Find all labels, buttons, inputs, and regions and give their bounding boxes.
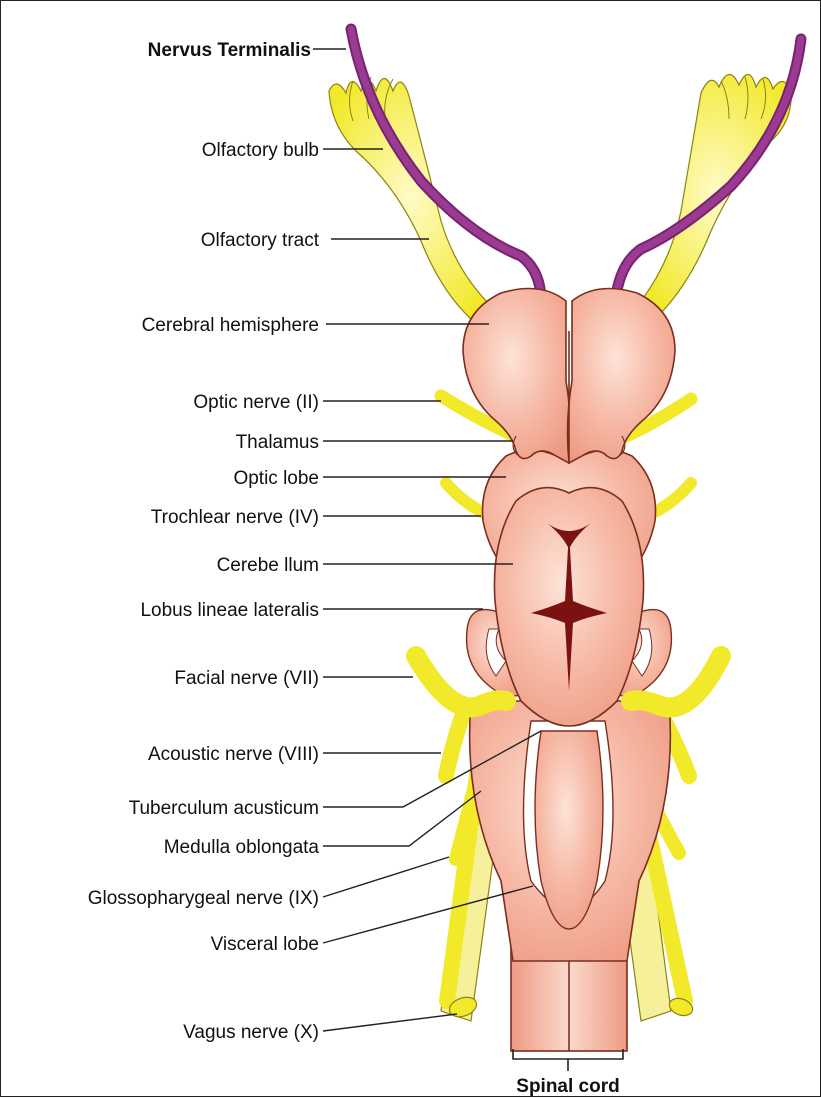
label-nervus-terminalis: Nervus Terminalis	[148, 40, 311, 61]
label-vagus-nerve: Vagus nerve (X)	[183, 1022, 319, 1043]
label-cerebral-hemisphere: Cerebral hemisphere	[142, 315, 319, 336]
label-trochlear-nerve: Trochlear nerve (IV)	[151, 507, 319, 528]
label-olfactory-tract: Olfactory tract	[201, 230, 320, 251]
cerebral-hemisphere-right	[568, 289, 675, 464]
label-visceral-lobe: Visceral lobe	[211, 934, 319, 955]
label-facial-nerve: Facial nerve (VII)	[174, 668, 319, 689]
label-medulla-oblongata: Medulla oblongata	[164, 837, 320, 858]
label-optic-lobe: Optic lobe	[233, 468, 319, 489]
cerebellum	[494, 488, 643, 726]
label-spinal-cord: Spinal cord	[516, 1076, 619, 1097]
label-acoustic-nerve: Acoustic nerve (VIII)	[148, 744, 319, 765]
label-olfactory-bulb: Olfactory bulb	[202, 140, 319, 161]
label-cerebellum: Cerebe llum	[217, 555, 319, 576]
label-optic-nerve: Optic nerve (II)	[193, 392, 319, 413]
label-thalamus: Thalamus	[236, 432, 319, 453]
label-tuberculum-acusticum: Tuberculum acusticum	[129, 798, 319, 819]
cerebral-hemisphere-left	[463, 289, 570, 464]
olfactory-left	[329, 77, 491, 319]
label-glossopharyngeal-nerve: Glossopharygeal nerve (IX)	[88, 888, 319, 909]
label-lobus-lineae-lateralis: Lobus lineae lateralis	[140, 600, 319, 621]
spinal-cord-bracket	[513, 1049, 623, 1071]
